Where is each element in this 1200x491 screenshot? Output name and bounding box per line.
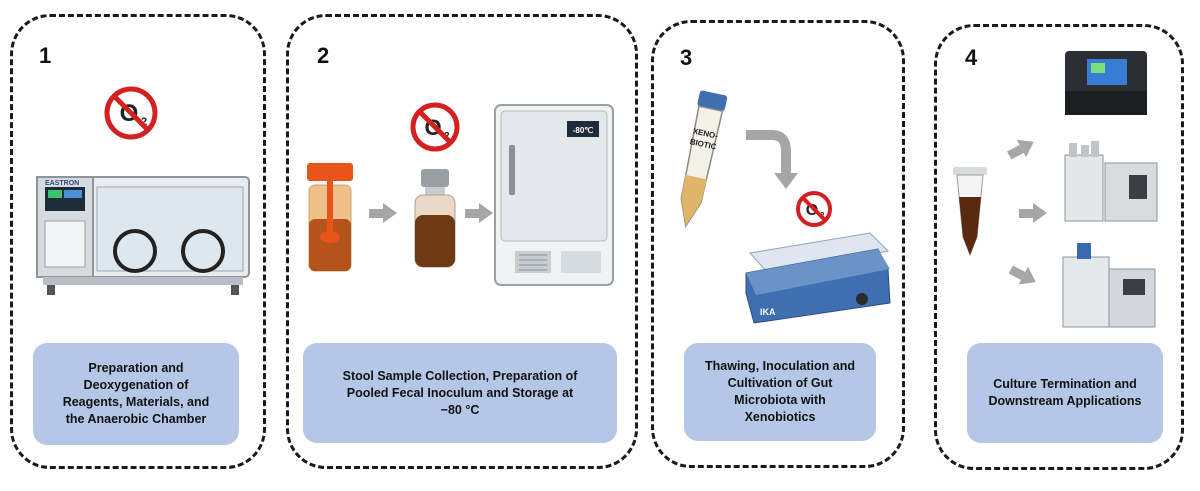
gc-ms-system-icon (1062, 243, 1156, 328)
step-3-panel: 3 XENO- BIOTIC O 2 IKA Thawing, Inoculat… (651, 20, 905, 468)
step-2-caption: Stool Sample Collection, Preparation of … (303, 343, 617, 443)
svg-text:EASTRON: EASTRON (45, 180, 79, 187)
ultra-low-freezer-icon: -80℃ (494, 104, 614, 286)
step-2-panel: 2 O 2 (286, 14, 638, 469)
arrow-right-icon (1019, 203, 1047, 223)
no-oxygen-icon: O 2 (104, 86, 158, 140)
microcentrifuge-tube-icon (953, 167, 987, 257)
step-4-number: 4 (965, 45, 978, 70)
no-oxygen-icon: O 2 (410, 102, 460, 152)
step-1-panel: 1 O 2 EASTRON Preparation and Deoxygenat… (10, 14, 266, 469)
step-4-caption: Culture Termination and Downstream Appli… (967, 343, 1163, 443)
curved-arrow-icon (746, 130, 791, 173)
step-1-caption: Preparation and Deoxygenation of Reagent… (33, 343, 239, 445)
svg-text:2: 2 (141, 116, 147, 128)
arrow-right-icon (369, 203, 397, 223)
serum-vial-icon (414, 169, 456, 268)
svg-text:-80℃: -80℃ (573, 126, 594, 135)
step-3-illustration: XENO- BIOTIC O 2 IKA (680, 90, 891, 324)
step-4-illustration (953, 51, 1158, 328)
step-2-illustration: O 2 -80℃ (307, 102, 614, 286)
step-3-caption: Thawing, Inoculation and Cultivation of … (684, 343, 876, 441)
step-1-illustration: O 2 EASTRON (36, 86, 250, 295)
arrow-right-icon (1007, 139, 1034, 160)
plate-shaker-icon: IKA (745, 232, 891, 324)
step-1-number: 1 (39, 43, 52, 68)
anaerobic-chamber-icon: EASTRON (36, 176, 250, 295)
svg-text:IKA: IKA (760, 307, 776, 317)
stool-container-icon (307, 163, 353, 272)
arrow-right-icon (1008, 265, 1036, 285)
plate-reader-icon (1065, 51, 1147, 115)
arrow-right-icon (465, 203, 493, 223)
step-2-number: 2 (317, 43, 330, 68)
step-3-number: 3 (680, 45, 693, 70)
xenobiotic-tube-icon: XENO- BIOTIC (680, 90, 728, 229)
no-oxygen-icon: O 2 (796, 191, 832, 227)
step-4-panel: 4 (934, 24, 1184, 470)
hplc-system-icon (1064, 141, 1158, 222)
